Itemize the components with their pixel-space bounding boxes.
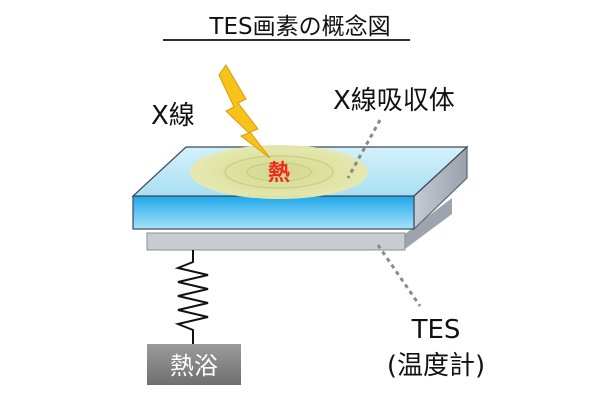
tes-layer-right [405, 198, 452, 249]
tes-layer [146, 232, 406, 251]
xray-label: X線 [151, 101, 195, 131]
absorber-leader-line [346, 119, 382, 179]
tes-leader-line [376, 244, 422, 307]
heat-bath-box [147, 344, 241, 385]
lightning-bolt-icon [218, 64, 271, 159]
heat-glow-inner [246, 162, 312, 182]
heat-glow-middle [224, 155, 334, 189]
diagram-title: TES画素の概念図 [208, 14, 390, 40]
heat-label: 熱 [268, 160, 290, 186]
tes-sublabel: (温度計) [387, 351, 485, 381]
heat-bath-label: 熱浴 [170, 352, 218, 380]
absorber-front-face [132, 195, 415, 230]
tes-label: TES [411, 315, 461, 345]
heat-glow-outer [190, 145, 368, 199]
spring-icon [174, 250, 209, 344]
absorber-label: X線吸収体 [333, 86, 455, 116]
